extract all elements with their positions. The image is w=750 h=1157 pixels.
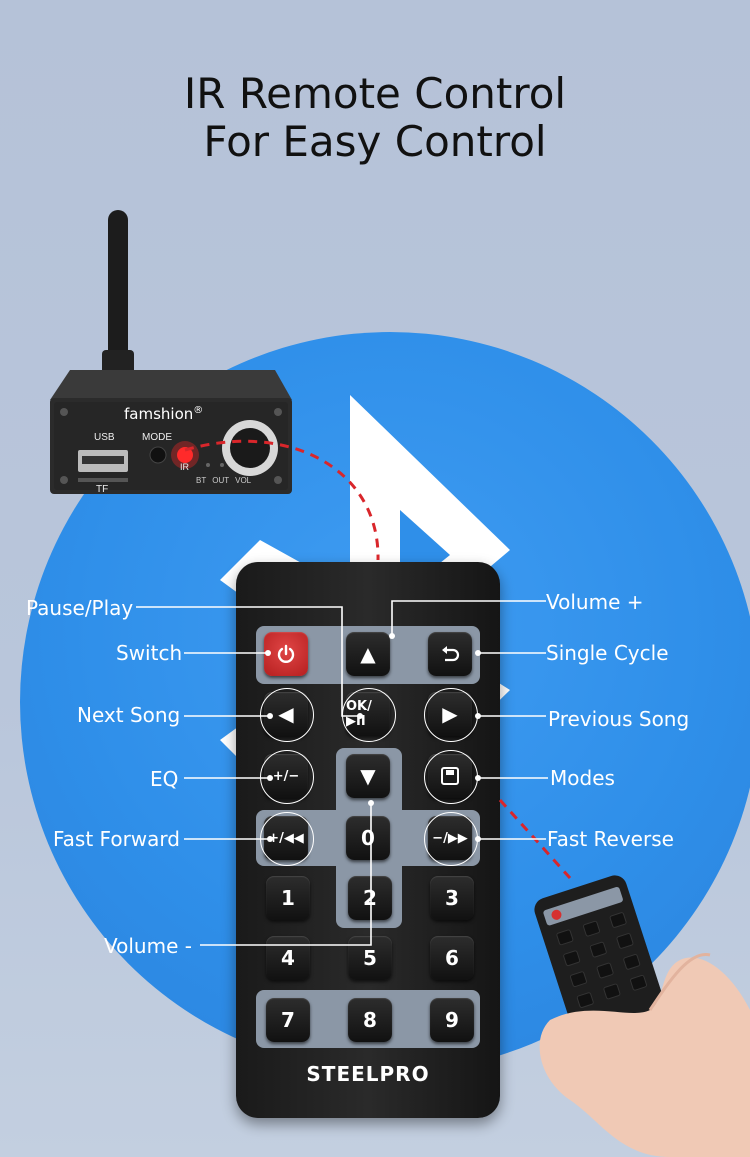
down-arrow-icon: ▼ xyxy=(360,764,376,788)
number-5-button[interactable]: 5 xyxy=(348,936,392,980)
number-9-label: 9 xyxy=(445,1008,459,1032)
remote-brand: STEELPRO xyxy=(306,1062,430,1086)
number-8-button[interactable]: 8 xyxy=(348,998,392,1042)
label-switch: Switch xyxy=(116,641,183,665)
save-icon xyxy=(441,767,459,785)
label-single-cycle: Single Cycle xyxy=(546,641,669,665)
label-fast-forward: Fast Forward xyxy=(53,827,180,851)
number-5-label: 5 xyxy=(363,946,377,970)
volume-down-button[interactable]: ▼ xyxy=(346,754,390,798)
registered-mark: ® xyxy=(193,405,204,416)
mode-label: MODE xyxy=(142,432,172,443)
fast-reverse-label: −/▶▶ xyxy=(432,830,468,846)
number-6-label: 6 xyxy=(445,946,459,970)
number-2-button[interactable]: 2 xyxy=(348,876,392,920)
eq-label: +/− xyxy=(272,768,300,784)
label-pause-play: Pause/Play xyxy=(26,596,134,620)
fast-forward-label: +/◀◀ xyxy=(268,830,304,846)
device-status-labels: BT OUT VOL xyxy=(196,476,251,485)
bt-label: BT xyxy=(196,476,207,485)
vol-label: VOL xyxy=(235,476,252,485)
tf-label: TF xyxy=(96,484,109,495)
label-volume-minus: Volume - xyxy=(104,934,192,958)
number-7-button[interactable]: 7 xyxy=(266,998,310,1042)
ok-play-pause-button[interactable]: OK/▶II xyxy=(346,692,390,736)
modes-button[interactable] xyxy=(428,754,472,798)
up-arrow-icon: ▲ xyxy=(360,642,376,666)
label-fast-reverse: Fast Reverse xyxy=(547,827,674,851)
out-label: OUT xyxy=(212,476,230,485)
number-1-label: 1 xyxy=(281,886,295,910)
hand-holding-remote xyxy=(534,875,750,1157)
usb-label: USB xyxy=(94,432,115,443)
label-eq: EQ xyxy=(150,767,179,791)
ir-label: IR xyxy=(180,462,189,472)
previous-song-button[interactable]: ▶ xyxy=(428,692,472,736)
number-3-button[interactable]: 3 xyxy=(430,876,474,920)
return-icon xyxy=(442,646,460,662)
power-icon xyxy=(277,644,295,663)
number-7-label: 7 xyxy=(281,1008,295,1032)
left-arrow-icon: ◀ xyxy=(278,702,294,726)
bluetooth-receiver-device xyxy=(50,210,292,494)
number-1-button[interactable]: 1 xyxy=(266,876,310,920)
single-cycle-button[interactable] xyxy=(428,632,472,676)
power-button[interactable] xyxy=(264,632,308,676)
number-8-label: 8 xyxy=(363,1008,377,1032)
number-6-button[interactable]: 6 xyxy=(430,936,474,980)
device-brand: famshion® xyxy=(124,405,203,423)
label-volume-plus: Volume + xyxy=(546,590,644,614)
title-line-1: IR Remote Control xyxy=(183,69,567,118)
fast-reverse-button[interactable]: −/▶▶ xyxy=(428,816,472,860)
label-next-song: Next Song xyxy=(77,703,181,727)
number-9-button[interactable]: 9 xyxy=(430,998,474,1042)
number-4-label: 4 xyxy=(281,946,295,970)
number-2-label: 2 xyxy=(363,886,377,910)
right-arrow-icon: ▶ xyxy=(442,702,458,726)
device-brand-name: famshion xyxy=(124,405,194,423)
number-3-label: 3 xyxy=(445,886,459,910)
label-modes: Modes xyxy=(550,766,615,790)
number-4-button[interactable]: 4 xyxy=(266,936,310,980)
title-line-2: For Easy Control xyxy=(203,117,547,166)
volume-up-button[interactable]: ▲ xyxy=(346,632,390,676)
label-previous-song: Previous Song xyxy=(548,707,690,731)
